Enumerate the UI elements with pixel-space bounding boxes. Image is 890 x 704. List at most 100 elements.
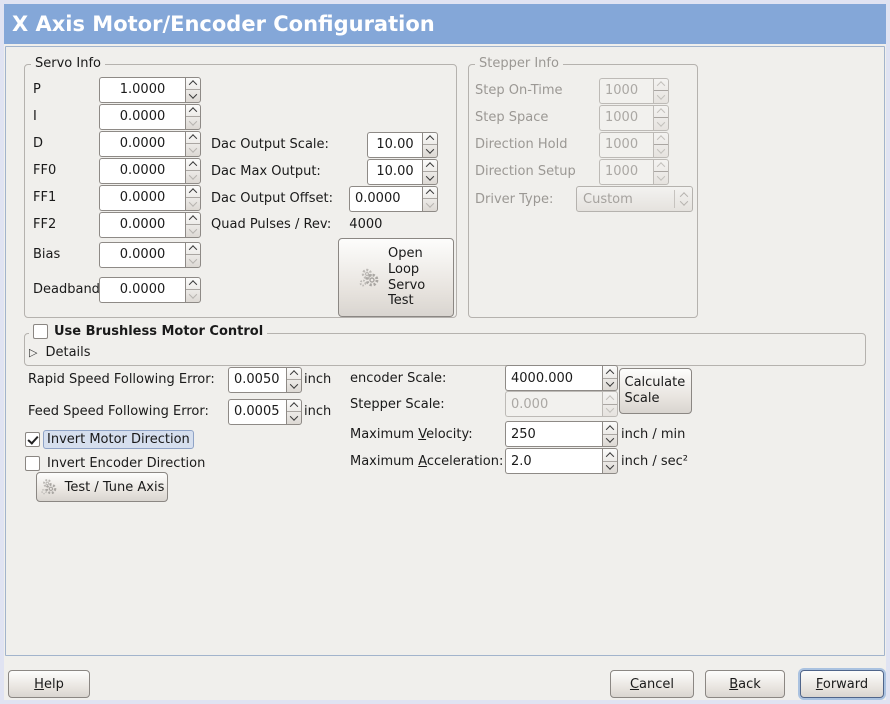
spin-down-button[interactable] bbox=[186, 143, 200, 156]
encoder-scale-spinbox[interactable]: 4000.000 bbox=[505, 365, 618, 391]
dac-output-scale-spinbox[interactable]: 10.00 bbox=[367, 131, 438, 158]
spin-down-button[interactable] bbox=[186, 289, 200, 302]
help-label: Help bbox=[34, 676, 64, 692]
dac-max-output-input[interactable]: 10.00 bbox=[367, 158, 422, 185]
ff0-spinbox[interactable]: 0.0000 bbox=[99, 157, 201, 184]
deadband-spinbox[interactable]: 0.0000 bbox=[99, 276, 201, 303]
use-brushless-label: Use Brushless Motor Control bbox=[54, 324, 264, 339]
invert-encoder-row[interactable]: Invert Encoder Direction bbox=[25, 452, 205, 474]
rapid-error-input[interactable]: 0.0050 bbox=[228, 366, 286, 393]
encoder-scale-input[interactable]: 4000.000 bbox=[505, 365, 602, 391]
spin-up-button[interactable] bbox=[423, 187, 437, 199]
i-input[interactable]: 0.0000 bbox=[99, 103, 185, 130]
spin-down-button[interactable] bbox=[423, 144, 437, 157]
use-brushless-checkbox[interactable] bbox=[33, 324, 48, 339]
bias-spinbox[interactable]: 0.0000 bbox=[99, 241, 201, 268]
ff1-input[interactable]: 0.0000 bbox=[99, 184, 185, 211]
chevron-down-icon bbox=[425, 145, 435, 154]
spin-down-button[interactable] bbox=[186, 116, 200, 129]
dac-output-offset-input[interactable]: 0.0000 bbox=[349, 185, 422, 212]
details-expander[interactable]: ▷ Details bbox=[29, 345, 91, 360]
spin-up-button[interactable] bbox=[423, 160, 437, 172]
chevron-up-icon bbox=[188, 80, 198, 89]
chevron-down-icon bbox=[289, 380, 299, 389]
test-tune-axis-button[interactable]: Test / Tune Axis bbox=[36, 472, 168, 502]
spin-up-button[interactable] bbox=[603, 366, 617, 378]
ff1-spinbox[interactable]: 0.0000 bbox=[99, 184, 201, 211]
spin-down-button[interactable] bbox=[186, 254, 200, 267]
back-button[interactable]: Back bbox=[705, 670, 785, 698]
i-spinbox[interactable]: 0.0000 bbox=[99, 103, 201, 130]
spin-down-button[interactable] bbox=[603, 377, 617, 391]
invert-motor-label: Invert Motor Direction bbox=[43, 429, 194, 449]
dac-output-scale-input[interactable]: 10.00 bbox=[367, 131, 422, 158]
dac-max-row: Dac Max Output: 10.00 bbox=[211, 158, 438, 185]
spin-down-button[interactable] bbox=[186, 170, 200, 183]
spin-up-button[interactable] bbox=[186, 278, 200, 290]
dac-max-output-label: Dac Max Output: bbox=[211, 164, 321, 179]
quad-pulses-row: Quad Pulses / Rev: 4000 bbox=[211, 212, 438, 236]
spin-down-button[interactable] bbox=[287, 379, 301, 392]
spin-up-button[interactable] bbox=[603, 449, 617, 461]
deadband-input[interactable]: 0.0000 bbox=[99, 276, 185, 303]
spin-down-button[interactable] bbox=[603, 460, 617, 474]
spin-up-button[interactable] bbox=[186, 132, 200, 144]
spin-up-button[interactable] bbox=[287, 400, 301, 412]
max-acceleration-row: Maximum Acceleration: 2.0 inch / sec² bbox=[350, 448, 688, 474]
spin-up-button[interactable] bbox=[186, 105, 200, 117]
bias-input[interactable]: 0.0000 bbox=[99, 241, 185, 268]
d-input[interactable]: 0.0000 bbox=[99, 130, 185, 157]
max-velocity-input[interactable]: 250 bbox=[505, 421, 602, 447]
spin-down-button[interactable] bbox=[423, 198, 437, 211]
help-button[interactable]: Help bbox=[8, 670, 90, 698]
spin-down-button[interactable] bbox=[287, 411, 301, 424]
spin-down-button[interactable] bbox=[186, 89, 200, 102]
feed-error-input[interactable]: 0.0005 bbox=[228, 398, 286, 425]
rapid-error-spinbox[interactable]: 0.0050 bbox=[228, 366, 302, 393]
dac-max-output-spinbox[interactable]: 10.00 bbox=[367, 158, 438, 185]
invert-motor-row[interactable]: Invert Motor Direction bbox=[25, 428, 205, 450]
d-spinbox[interactable]: 0.0000 bbox=[99, 130, 201, 157]
chevron-down-icon bbox=[605, 434, 615, 444]
spin-down-button[interactable] bbox=[186, 197, 200, 210]
open-loop-servo-test-label: Open Loop Servo Test bbox=[388, 246, 426, 309]
spin-up-button[interactable] bbox=[186, 186, 200, 198]
gears-icon bbox=[358, 266, 382, 290]
spin-up-button[interactable] bbox=[423, 133, 437, 145]
chevron-up-icon bbox=[188, 188, 198, 197]
ff0-input[interactable]: 0.0000 bbox=[99, 157, 185, 184]
chevron-down-icon bbox=[188, 255, 198, 264]
spin-up-button[interactable] bbox=[186, 213, 200, 225]
max-acceleration-spinbox[interactable]: 2.0 bbox=[505, 448, 618, 474]
servo-info-frame: Servo Info P 1.0000 I 0.0000 D 0. bbox=[24, 56, 457, 318]
spin-down-button[interactable] bbox=[186, 224, 200, 237]
dac-output-offset-spinbox[interactable]: 0.0000 bbox=[349, 185, 438, 212]
chevron-up-icon bbox=[656, 108, 666, 117]
feed-error-spinbox[interactable]: 0.0005 bbox=[228, 398, 302, 425]
spin-up-button[interactable] bbox=[186, 78, 200, 90]
ff2-spinbox[interactable]: 0.0000 bbox=[99, 211, 201, 238]
direction-setup-label: Direction Setup bbox=[475, 164, 576, 179]
spin-down-button[interactable] bbox=[603, 433, 617, 447]
p-input[interactable]: 1.0000 bbox=[99, 76, 185, 103]
invert-encoder-label: Invert Encoder Direction bbox=[47, 455, 206, 471]
cancel-button[interactable]: Cancel bbox=[610, 670, 694, 698]
spin-up-button[interactable] bbox=[287, 368, 301, 380]
open-loop-servo-test-button[interactable]: Open Loop Servo Test bbox=[338, 238, 454, 317]
invert-encoder-checkbox[interactable] bbox=[25, 455, 40, 471]
spin-down-button bbox=[654, 117, 668, 130]
max-acceleration-input[interactable]: 2.0 bbox=[505, 448, 602, 474]
ff2-input[interactable]: 0.0000 bbox=[99, 211, 185, 238]
spin-up-button[interactable] bbox=[186, 243, 200, 255]
spin-up-button[interactable] bbox=[186, 159, 200, 171]
spin-up-button[interactable] bbox=[603, 422, 617, 434]
p-spinbox[interactable]: 1.0000 bbox=[99, 76, 201, 103]
calculate-scale-button[interactable]: Calculate Scale bbox=[619, 368, 692, 414]
direction-setup-input: 1000 bbox=[599, 158, 653, 185]
max-velocity-spinbox[interactable]: 250 bbox=[505, 421, 618, 447]
chevron-down-icon bbox=[656, 145, 666, 154]
invert-motor-checkbox[interactable] bbox=[25, 431, 40, 447]
direction-hold-label: Direction Hold bbox=[475, 137, 568, 152]
forward-button[interactable]: Forward bbox=[800, 670, 884, 698]
spin-down-button[interactable] bbox=[423, 171, 437, 184]
